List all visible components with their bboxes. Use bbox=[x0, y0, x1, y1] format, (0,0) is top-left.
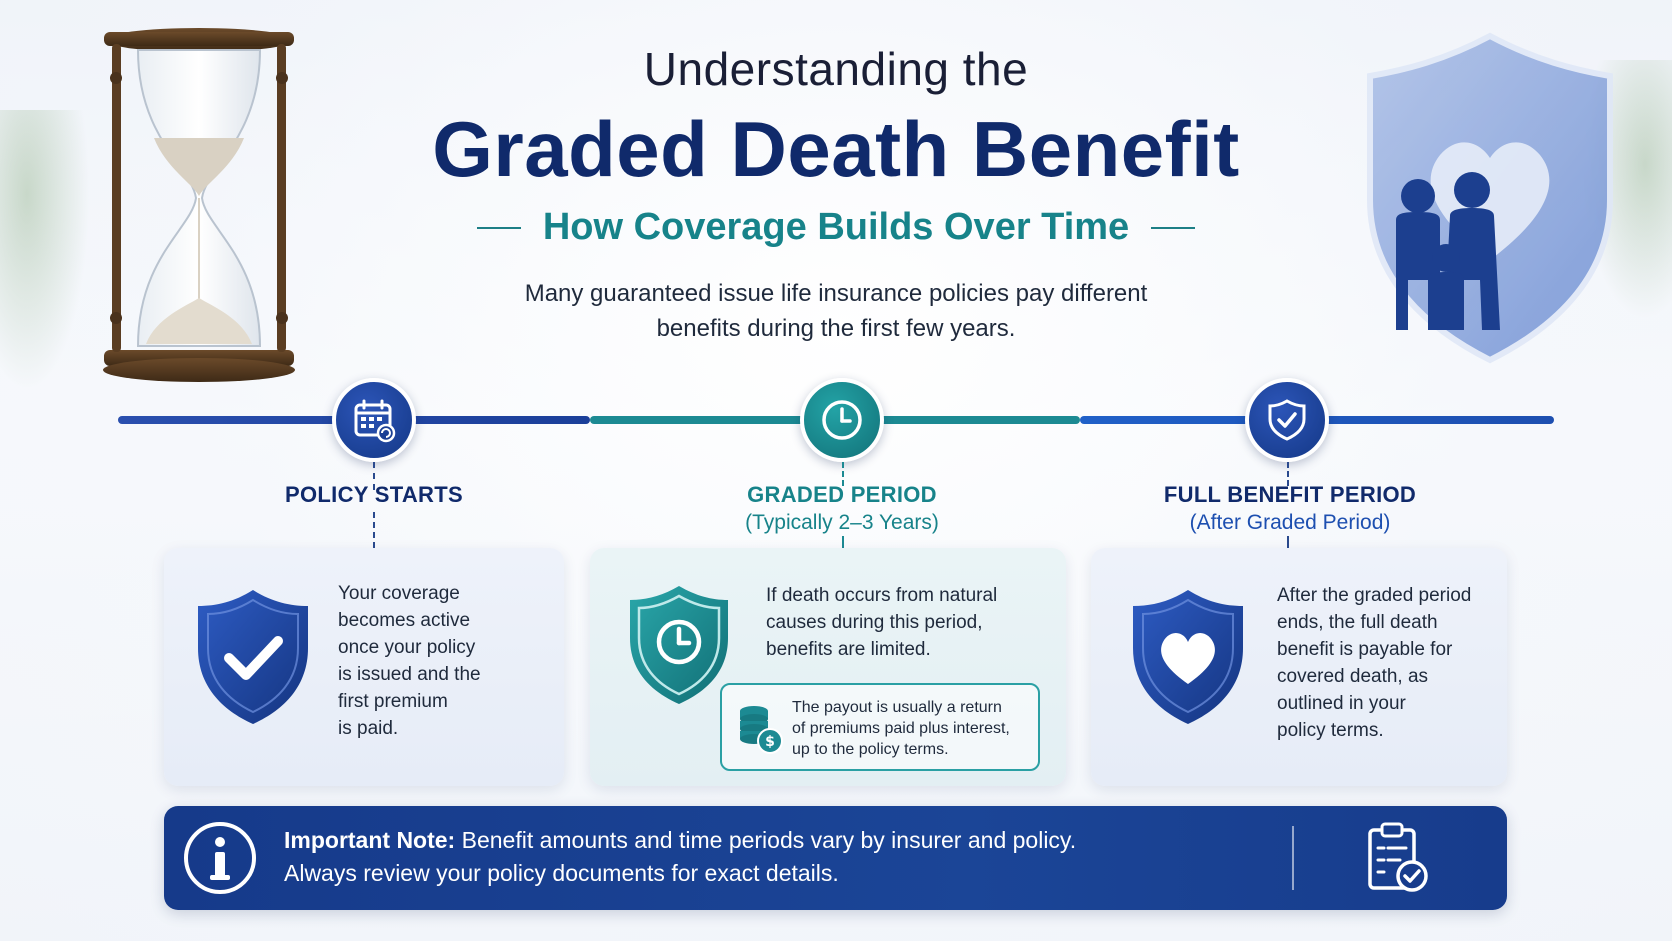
plant-left-decoration bbox=[0, 110, 90, 390]
connector-line bbox=[842, 536, 844, 548]
connector-line bbox=[1287, 536, 1289, 548]
hourglass-icon bbox=[103, 28, 295, 382]
subtitle-dash-right bbox=[1151, 226, 1196, 229]
card-policy-starts: Your coverage becomes active once your p… bbox=[164, 548, 564, 786]
subtitle-row: How Coverage Builds Over Time bbox=[0, 206, 1672, 249]
card-line: first premium bbox=[338, 691, 448, 712]
card-line: is issued and the bbox=[338, 664, 481, 685]
connector-line bbox=[1287, 462, 1289, 486]
connector-line bbox=[373, 462, 375, 490]
card-line: is paid. bbox=[338, 718, 399, 739]
card-line: After the graded period bbox=[1277, 585, 1472, 606]
card-line: benefits are limited. bbox=[766, 639, 931, 660]
card-line: Your coverage bbox=[338, 583, 460, 604]
note-line-1: Important Note: Benefit amounts and time… bbox=[284, 824, 1284, 857]
shield-clock-icon bbox=[630, 586, 728, 704]
intro-line: benefits during the first few years. bbox=[656, 315, 1016, 342]
card-line: causes during this period, bbox=[766, 612, 983, 633]
timeline-node-policy-starts bbox=[332, 378, 416, 462]
card-full-benefit: After the graded period ends, the full d… bbox=[1091, 548, 1507, 786]
card-line: covered death, as bbox=[1277, 666, 1429, 687]
card-line: becomes active bbox=[338, 610, 471, 631]
subtitle: How Coverage Builds Over Time bbox=[542, 206, 1130, 248]
card-line: outlined in your bbox=[1277, 693, 1406, 714]
card-line: once your policy bbox=[338, 637, 476, 658]
phase-subtitle-graded-period: (Typically 2–3 Years) bbox=[745, 511, 939, 534]
card-line: If death occurs from natural bbox=[766, 585, 998, 606]
card-line: policy terms. bbox=[1277, 720, 1384, 741]
coins-icon: $ bbox=[740, 706, 783, 754]
phase-title-graded-period: GRADED PERIOD bbox=[747, 482, 937, 507]
connector-line bbox=[373, 512, 375, 548]
payout-line: The payout is usually a return bbox=[792, 699, 1002, 716]
shield-check-icon bbox=[198, 590, 308, 724]
calendar-icon bbox=[354, 399, 396, 443]
card-line: benefit is payable for bbox=[1277, 639, 1453, 660]
card-line: ends, the full death bbox=[1277, 612, 1438, 633]
clock-icon bbox=[822, 400, 862, 440]
important-note-bar: Important Note: Benefit amounts and time… bbox=[164, 806, 1507, 910]
payout-text: The payout is usually a return of premiu… bbox=[792, 697, 1036, 760]
phase-title-policy-starts: POLICY STARTS bbox=[285, 482, 463, 507]
phase-subtitle-full-benefit: (After Graded Period) bbox=[1189, 511, 1391, 534]
timeline-node-full-benefit bbox=[1245, 378, 1329, 462]
phase-title-full-benefit: FULL BENEFIT PERIOD bbox=[1163, 482, 1417, 507]
clipboard-check-icon bbox=[1368, 822, 1428, 892]
card-text-full-benefit: After the graded period ends, the full d… bbox=[1277, 582, 1497, 744]
intro-text: Many guaranteed issue life insurance pol… bbox=[436, 276, 1236, 346]
title-top: Understanding the bbox=[643, 43, 1029, 95]
intro-line: Many guaranteed issue life insurance pol… bbox=[524, 280, 1148, 307]
info-icon bbox=[184, 822, 256, 894]
family-shield-icon bbox=[1367, 32, 1613, 364]
subtitle-dash-left bbox=[476, 226, 521, 229]
connector-line bbox=[842, 462, 844, 486]
important-note-text: Important Note: Benefit amounts and time… bbox=[284, 824, 1284, 890]
note-divider bbox=[1292, 826, 1294, 890]
card-text-policy-starts: Your coverage becomes active once your p… bbox=[338, 580, 548, 742]
note-label: Important Note: bbox=[284, 827, 456, 853]
card-text-graded-period: If death occurs from natural causes duri… bbox=[766, 582, 1056, 663]
page-title: Graded Death Benefit bbox=[432, 105, 1240, 193]
note-line-2: Always review your policy documents for … bbox=[284, 860, 839, 886]
note-line-1-rest: Benefit amounts and time periods vary by… bbox=[455, 827, 1077, 853]
shield-heart-icon bbox=[1133, 590, 1243, 724]
shield-check-icon bbox=[1268, 399, 1306, 441]
payout-callout: $ The payout is usually a return of prem… bbox=[720, 683, 1040, 771]
timeline-node-graded-period bbox=[800, 378, 884, 462]
svg-text:$: $ bbox=[765, 734, 775, 750]
payout-line: of premiums paid plus interest, bbox=[792, 720, 1010, 737]
payout-line: up to the policy terms. bbox=[792, 741, 949, 758]
